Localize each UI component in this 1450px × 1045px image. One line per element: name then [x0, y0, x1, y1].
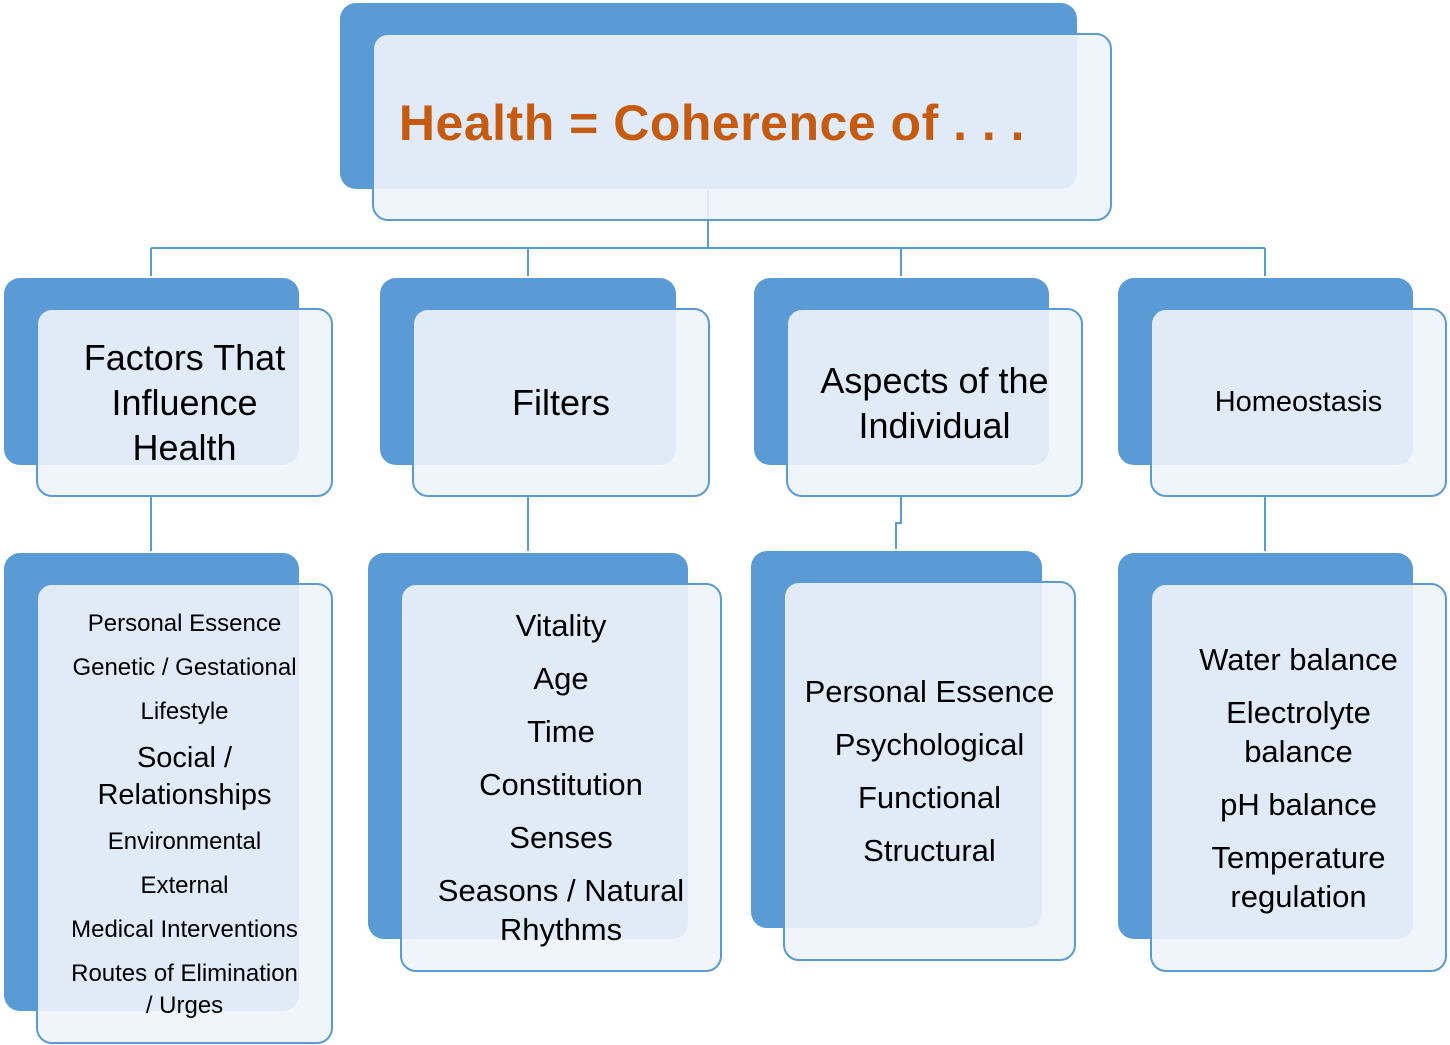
list-item: Genetic / Gestational: [72, 653, 297, 681]
list-item: Water balance: [1199, 641, 1398, 677]
list-item: Psychological: [834, 727, 1025, 762]
list-item: Constitution: [479, 767, 643, 802]
diagram-title: Health = Coherence of . . .: [398, 95, 1026, 151]
connector-col3-list: [895, 496, 902, 549]
list-item: pH balance: [1220, 786, 1377, 822]
list-node-box: Vitality Age Time Constitution Senses Se…: [400, 583, 722, 972]
list-node-box: Water balance Electrolyte balance pH bal…: [1150, 583, 1447, 972]
list-node-box: Personal Essence Genetic / Gestational L…: [36, 583, 333, 1044]
category-heading: Homeostasis: [1214, 386, 1383, 418]
list-item: Electrolyte balance: [1226, 694, 1371, 769]
list-item: Medical Interventions: [71, 915, 298, 943]
list-item: External: [140, 871, 229, 899]
list-item: Social / Relationships: [97, 741, 272, 811]
list-node-box: Personal Essence Psychological Functiona…: [783, 581, 1076, 961]
list-item: Vitality: [515, 608, 607, 643]
list-item: Functional: [857, 780, 1002, 815]
category-node-box: Factors That Influence Health: [36, 308, 333, 497]
list-item: Lifestyle: [140, 697, 229, 725]
list-item: Environmental: [107, 827, 262, 855]
list-item: Age: [533, 661, 589, 696]
list-item: Personal Essence: [804, 674, 1055, 709]
root-node-box: Health = Coherence of . . .: [372, 33, 1112, 221]
category-node-box: Filters: [412, 308, 710, 497]
list-item: Personal Essence: [87, 609, 282, 637]
category-node-box: Aspects of the Individual: [786, 308, 1083, 497]
list-item: Senses: [509, 820, 613, 855]
category-heading: Filters: [512, 382, 610, 423]
category-heading: Factors That Influence Health: [83, 337, 286, 468]
list-item: Time: [527, 714, 595, 749]
list-item: Seasons / Natural Rhythms: [437, 873, 685, 947]
category-node-box: Homeostasis: [1150, 308, 1447, 497]
list-item: Routes of Elimination / Urges: [71, 959, 298, 1019]
category-heading: Aspects of the Individual: [820, 359, 1049, 446]
list-item: Structural: [863, 833, 996, 868]
list-item: Temperature regulation: [1211, 839, 1386, 914]
